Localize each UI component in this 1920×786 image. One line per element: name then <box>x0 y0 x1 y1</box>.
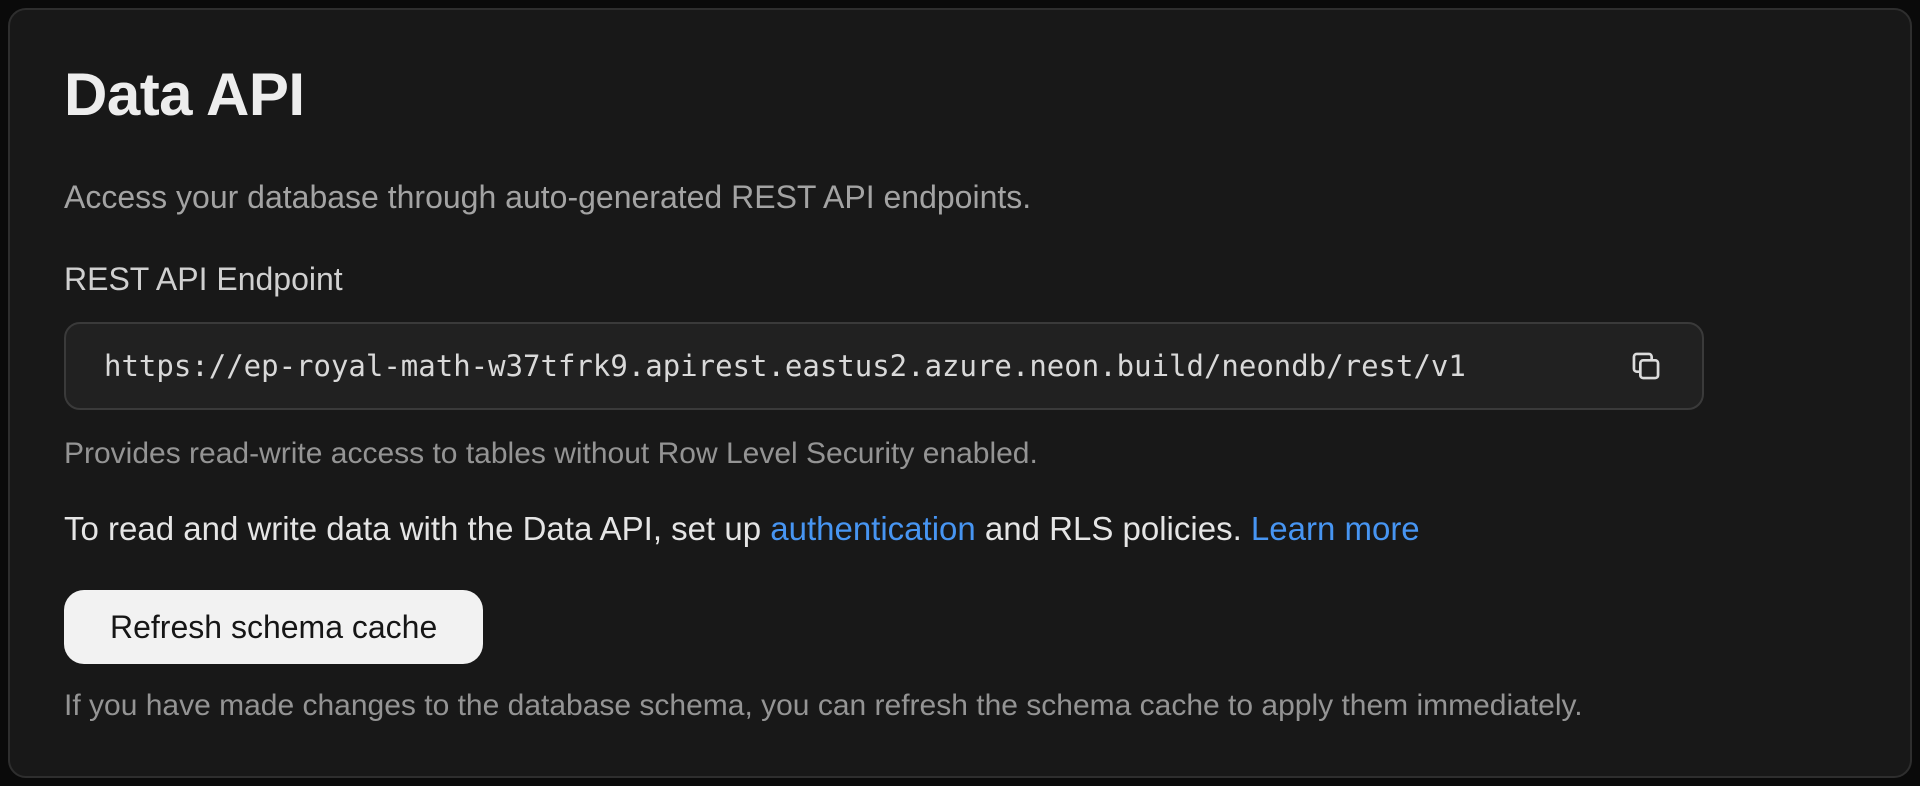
authentication-link[interactable]: authentication <box>770 510 976 547</box>
refresh-schema-cache-button[interactable]: Refresh schema cache <box>64 590 484 664</box>
rest-api-endpoint-url[interactable]: https://ep-royal-math-w37tfrk9.apirest.e… <box>104 349 1466 383</box>
endpoint-helper-text: Provides read-write access to tables wit… <box>64 437 1038 470</box>
rls-note-segment-2: and RLS policies. <box>975 510 1251 547</box>
copy-endpoint-button[interactable] <box>1626 346 1666 386</box>
rest-api-endpoint-field[interactable]: https://ep-royal-math-w37tfrk9.apirest.e… <box>64 322 1704 410</box>
rls-note-text: To read and write data with the Data API… <box>64 506 1856 552</box>
page-subtitle: Access your database through auto-genera… <box>64 179 1032 215</box>
rls-note-segment-1: To read and write data with the Data API… <box>64 510 771 547</box>
copy-icon <box>1629 349 1663 383</box>
schema-cache-helper-text: If you have made changes to the database… <box>64 689 1583 722</box>
page-title: Data API <box>64 61 305 128</box>
learn-more-link[interactable]: Learn more <box>1250 510 1420 547</box>
data-api-panel: Data API Access your database through au… <box>8 8 1912 778</box>
rest-api-endpoint-label: REST API Endpoint <box>64 261 343 297</box>
